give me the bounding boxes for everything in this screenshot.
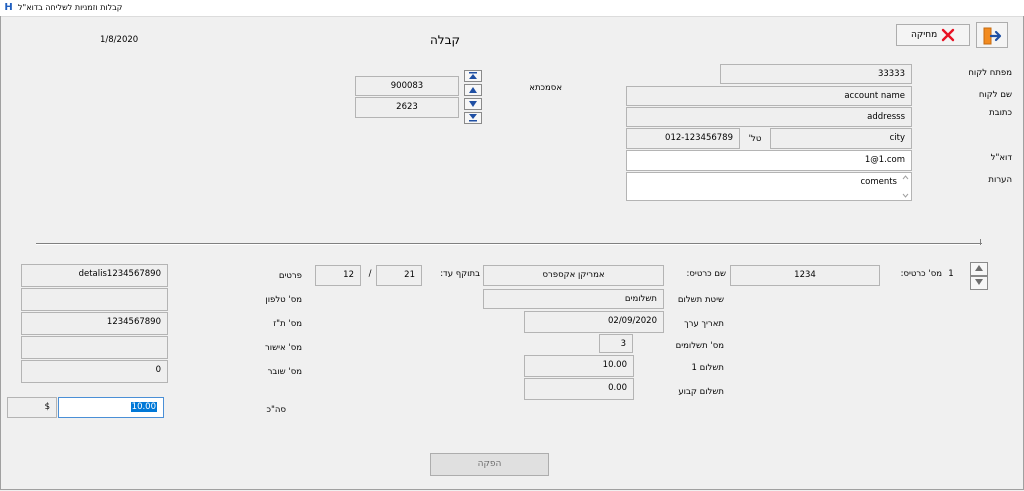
window-title: קבלות וזמניות לשליחה בדוא"ל bbox=[18, 3, 123, 12]
phone-number-label: מס' טלפון bbox=[265, 295, 302, 305]
card-name-field[interactable]: אמריקן אקספרס bbox=[483, 265, 664, 286]
total-label: סה"כ bbox=[266, 405, 286, 415]
page-title: קבלה bbox=[429, 33, 461, 47]
valid-separator: / bbox=[368, 269, 372, 279]
row-index: 1 bbox=[948, 269, 954, 279]
installments-field[interactable]: 3 bbox=[599, 334, 633, 353]
fixed-payment-label: תשלום קבוע bbox=[678, 387, 724, 397]
phone-field[interactable]: 012-123456789 bbox=[626, 128, 740, 149]
card-name-label: שם כרטיס: bbox=[686, 269, 726, 279]
exit-button[interactable] bbox=[976, 22, 1008, 48]
payment1-field[interactable]: 10.00 bbox=[524, 355, 634, 377]
approval-number-field[interactable] bbox=[21, 336, 168, 359]
payment1-label: תשלום 1 bbox=[691, 363, 724, 373]
reference-label: אסמכתא bbox=[529, 83, 562, 93]
delete-button-label: מחיקה bbox=[911, 30, 938, 40]
notes-scrollbar[interactable] bbox=[900, 173, 911, 200]
total-field[interactable]: 10.00 bbox=[58, 397, 164, 418]
value-date-field[interactable]: 02/09/2020 bbox=[524, 311, 664, 333]
last-record-icon bbox=[469, 114, 477, 122]
app-icon: H bbox=[4, 2, 13, 13]
fixed-payment-field[interactable]: 0.00 bbox=[524, 378, 634, 400]
triangle-down-icon bbox=[975, 279, 983, 285]
voucher-number-field[interactable]: 0 bbox=[21, 360, 168, 383]
currency-field[interactable]: $ bbox=[7, 397, 57, 418]
triangle-down-icon bbox=[469, 101, 477, 107]
scroll-down-icon bbox=[902, 193, 909, 198]
row-up-button[interactable] bbox=[970, 262, 988, 276]
notes-label: הערות bbox=[988, 175, 1012, 185]
notes-textarea[interactable]: coments bbox=[626, 172, 912, 201]
card-number-field[interactable]: 1234 bbox=[730, 265, 880, 286]
phone-number-field[interactable] bbox=[21, 288, 168, 311]
details-label: פרטים bbox=[278, 271, 302, 281]
delete-button[interactable]: מחיקה bbox=[896, 24, 970, 46]
scroll-up-icon bbox=[902, 175, 909, 180]
valid-year-field[interactable]: 21 bbox=[376, 265, 422, 286]
total-value: 10.00 bbox=[130, 402, 157, 412]
valid-until-label: בתוקף עד: bbox=[440, 269, 480, 279]
payment-method-field[interactable]: תשלומים bbox=[483, 289, 664, 309]
approval-number-label: מס' אישור bbox=[264, 343, 302, 353]
id-number-field[interactable]: 1234567890 bbox=[21, 312, 168, 335]
next-record-button[interactable] bbox=[464, 98, 482, 110]
triangle-up-icon bbox=[469, 87, 477, 93]
email-label: דוא"ל bbox=[990, 153, 1012, 163]
address-label: כתובת bbox=[989, 108, 1012, 118]
title-bar: H קבלות וזמניות לשליחה בדוא"ל bbox=[0, 0, 1024, 17]
customer-key-field[interactable]: 33333 bbox=[720, 64, 912, 84]
phone-label: טל' bbox=[748, 134, 762, 144]
exit-icon bbox=[983, 27, 1003, 48]
header-date: 1/8/2020 bbox=[100, 35, 139, 45]
first-record-button[interactable] bbox=[464, 70, 482, 82]
address-field[interactable]: addresss bbox=[626, 107, 912, 127]
reference-field-1[interactable]: 900083 bbox=[355, 76, 459, 96]
id-number-label: מס' ת"ז bbox=[273, 319, 302, 329]
delete-icon bbox=[941, 28, 955, 45]
card-number-label: מס' כרטיס: bbox=[900, 269, 942, 279]
details-field[interactable]: detalis1234567890 bbox=[21, 264, 168, 287]
payment-method-label: שיטת תשלום bbox=[677, 295, 724, 305]
row-down-button[interactable] bbox=[970, 276, 988, 290]
customer-name-field[interactable]: account name bbox=[626, 86, 912, 106]
section-divider bbox=[36, 243, 982, 245]
installments-label: מס' תשלומים bbox=[675, 341, 724, 351]
first-record-icon bbox=[469, 72, 477, 79]
email-field[interactable]: 1@1.com bbox=[626, 150, 912, 171]
valid-month-field[interactable]: 12 bbox=[315, 265, 361, 286]
reference-field-2[interactable]: 2623 bbox=[355, 97, 459, 118]
last-record-button[interactable] bbox=[464, 112, 482, 124]
value-date-label: תאריך ערך bbox=[684, 319, 724, 329]
previous-record-button[interactable] bbox=[464, 84, 482, 96]
triangle-up-icon bbox=[975, 265, 983, 271]
customer-name-label: שם לקוח bbox=[978, 90, 1012, 100]
section-divider-cap bbox=[980, 239, 981, 245]
voucher-number-label: מס' שובר bbox=[267, 367, 302, 377]
city-field[interactable]: city bbox=[770, 128, 912, 149]
customer-key-label: מפתח לקוח bbox=[968, 68, 1012, 78]
issue-button[interactable]: הפקה bbox=[430, 453, 549, 476]
